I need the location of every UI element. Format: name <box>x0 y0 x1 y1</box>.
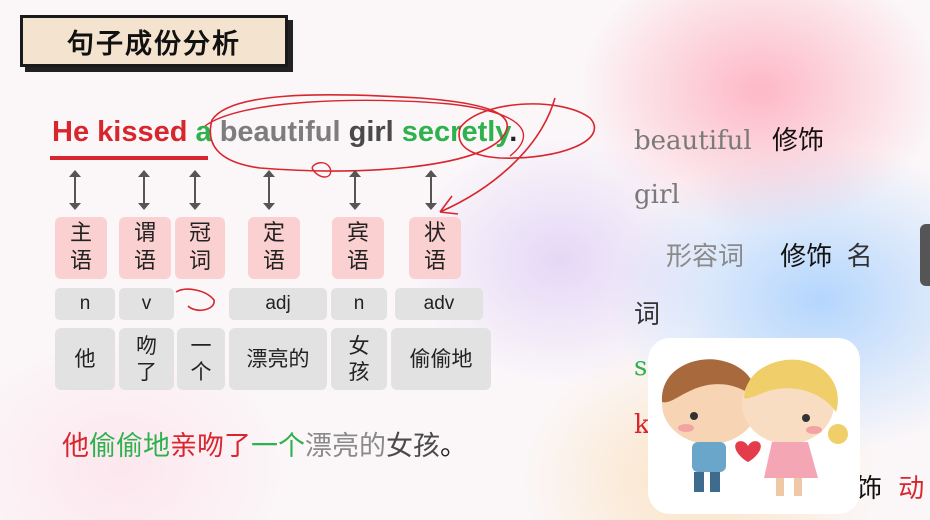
cn-word: 女孩 <box>331 328 387 390</box>
arrow-object <box>349 170 361 210</box>
underline-he <box>50 156 104 160</box>
note-adjective: 形容词 <box>666 242 745 272</box>
pos-tag: n <box>55 288 115 320</box>
role-label: 冠词 <box>188 221 211 274</box>
slide-title: 句子成份分析 <box>20 15 288 67</box>
note-line-5: s <box>634 352 647 382</box>
kissing-couple-sticker <box>648 338 860 514</box>
arrow-article <box>189 170 201 210</box>
word-secretly: secretly <box>401 116 510 148</box>
word-girl: girl <box>348 116 394 148</box>
trans-part: 他 <box>62 431 89 462</box>
cn-word: 漂亮的 <box>229 328 327 390</box>
note-verb: 修饰 <box>780 242 833 272</box>
full-translation: 他偷偷地亲吻了一个漂亮的女孩。 <box>62 424 467 463</box>
note-line-1: beautiful 修饰 <box>634 120 824 157</box>
cn-word: 吻了 <box>119 328 174 390</box>
role-adverbial: 状语 <box>409 217 461 279</box>
cn-word: 他 <box>55 328 115 390</box>
word-kissed: kissed <box>97 116 188 148</box>
note-noun-part: 名 <box>846 242 873 272</box>
pos-tag: adj <box>229 288 327 320</box>
pos-tag: adv <box>395 288 483 320</box>
kissing-couple-icon <box>661 359 848 496</box>
trans-part: 亲吻了 <box>170 431 251 462</box>
role-label: 主语 <box>69 221 92 274</box>
note-line-6: k <box>634 410 650 440</box>
note-line-3: 形容词 修饰 名 <box>666 236 873 273</box>
note-partial: 动 <box>898 474 925 504</box>
word-beautiful: beautiful <box>219 116 341 148</box>
role-label: 定语 <box>262 221 285 274</box>
trans-part: 一个 <box>251 431 305 462</box>
arrow-subject <box>69 170 81 210</box>
arrow-attribute <box>263 170 275 210</box>
role-attribute: 定语 <box>248 217 300 279</box>
note-noun-part: 词 <box>634 300 661 330</box>
note-partial: k <box>634 410 650 440</box>
note-line-7: 饰 动 <box>856 468 924 505</box>
role-label: 状语 <box>423 221 446 274</box>
trans-part: 漂亮的 <box>305 431 386 462</box>
note-word: girl <box>634 180 680 210</box>
note-partial: s <box>634 352 648 382</box>
side-handle[interactable] <box>920 224 930 286</box>
pos-tag: n <box>331 288 387 320</box>
arrow-adverbial <box>425 170 437 210</box>
role-article: 冠词 <box>175 217 225 279</box>
cn-word-text: 女孩 <box>348 334 370 384</box>
cn-word: 偷偷地 <box>391 328 491 390</box>
note-verb: 修饰 <box>772 126 825 156</box>
note-word: beautiful <box>634 126 752 156</box>
pos-tag: v <box>119 288 174 320</box>
word-a: a <box>195 116 212 148</box>
note-line-4: 词 <box>634 294 660 331</box>
role-label: 谓语 <box>133 221 156 274</box>
cn-word-text: 吻了 <box>136 334 157 384</box>
english-sentence: He kissed a beautiful girl secretly. <box>52 116 517 149</box>
note-line-2: girl <box>634 180 680 210</box>
cn-word: 一个 <box>177 328 225 390</box>
role-predicate: 谓语 <box>119 217 171 279</box>
word-he: He <box>52 116 90 148</box>
arrow-predicate <box>138 170 150 210</box>
trans-part: 女孩 <box>386 431 440 462</box>
underline-kissed <box>104 156 208 160</box>
trans-part: 偷偷地 <box>89 431 170 462</box>
cn-word-text: 一个 <box>190 334 212 384</box>
role-object: 宾语 <box>332 217 384 279</box>
note-partial: 饰 <box>856 474 883 504</box>
role-label: 宾语 <box>346 221 369 274</box>
role-subject: 主语 <box>55 217 107 279</box>
word-period: . <box>509 116 518 148</box>
trans-part: 。 <box>440 431 467 462</box>
